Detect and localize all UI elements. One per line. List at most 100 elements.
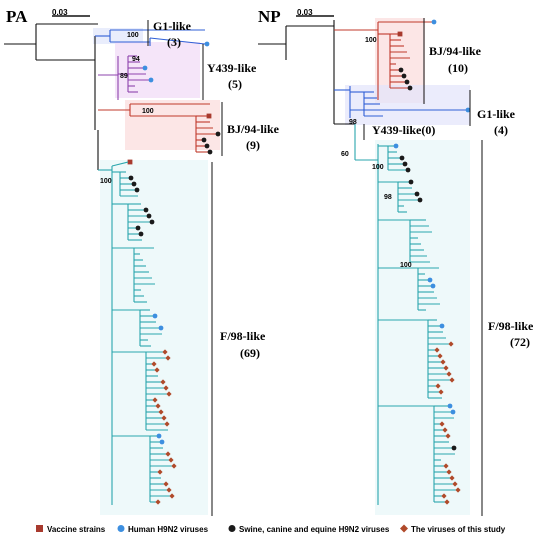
pa-bj94-band [125, 100, 220, 150]
legend-human-label: Human H9N2 viruses [128, 525, 209, 534]
swine-canine-equine-marker [451, 445, 457, 451]
study-virus-marker [446, 371, 452, 377]
tree-branch [111, 161, 129, 167]
study-virus-marker [165, 355, 171, 361]
np-bootstrap-root-f98: 60 [341, 151, 349, 158]
study-virus-marker [438, 389, 444, 395]
swine-canine-equine-marker [146, 213, 152, 219]
human-virus-marker [393, 143, 399, 149]
legend-vaccine-label: Vaccine strains [47, 525, 106, 534]
pa-g1-band [93, 28, 143, 44]
swine-circle-icon [228, 525, 236, 532]
pa-bootstrap-f98: 100 [100, 178, 112, 185]
study-virus-marker [435, 383, 441, 389]
human-virus-marker [439, 323, 445, 329]
human-virus-marker [431, 19, 437, 25]
human-virus-marker [450, 409, 456, 415]
swine-canine-equine-marker [402, 161, 408, 167]
study-virus-marker [155, 403, 161, 409]
human-virus-marker [152, 313, 158, 319]
study-diamond-icon [400, 524, 408, 533]
study-virus-marker [162, 349, 168, 355]
study-virus-marker [434, 347, 440, 353]
study-virus-marker [165, 451, 171, 457]
pa-bootstrap-node: 89 [120, 73, 128, 80]
study-virus-marker [171, 463, 177, 469]
pa-bj94-count: (9) [246, 138, 260, 152]
human-virus-marker [447, 403, 453, 409]
swine-canine-equine-marker [143, 207, 149, 213]
human-virus-marker [204, 41, 210, 47]
legend: Vaccine strains Human H9N2 viruses Swine… [36, 524, 506, 534]
study-virus-marker [163, 481, 169, 487]
np-bootstrap-g1: 98 [349, 119, 357, 126]
np-f98-name: F/98-like [488, 319, 534, 333]
np-bj94-count: (10) [448, 61, 468, 75]
study-virus-marker [440, 359, 446, 365]
swine-canine-equine-marker [401, 73, 407, 79]
pa-y439-name: Y439-like [207, 61, 257, 75]
swine-canine-equine-marker [399, 155, 405, 161]
study-virus-marker [437, 353, 443, 359]
np-panel-title: NP [258, 7, 281, 26]
study-virus-marker [157, 469, 163, 475]
pa-bootstrap-g1: 100 [127, 32, 139, 39]
swine-canine-equine-marker [408, 179, 414, 185]
swine-canine-equine-marker [128, 175, 134, 181]
np-f98-count: (72) [510, 335, 530, 349]
np-scale-label: 0.03 [297, 8, 313, 17]
pa-scale-label: 0.03 [52, 8, 68, 17]
pa-panel: PA 0.03 G1-like (3) Y439-like (5) BJ/94-… [4, 7, 280, 516]
swine-canine-equine-marker [404, 79, 410, 85]
np-bootstrap-bj94: 100 [365, 37, 377, 44]
study-virus-marker [443, 365, 449, 371]
swine-canine-equine-marker [398, 67, 404, 73]
swine-canine-equine-marker [134, 187, 140, 193]
human-virus-marker [158, 325, 164, 331]
study-virus-marker [449, 377, 455, 383]
study-virus-marker [448, 341, 454, 347]
pa-tree [4, 23, 221, 505]
study-virus-marker [152, 397, 158, 403]
human-virus-marker [156, 433, 162, 439]
study-virus-marker [160, 379, 166, 385]
study-virus-marker [444, 499, 450, 505]
human-virus-marker [148, 77, 154, 83]
study-virus-marker [166, 487, 172, 493]
swine-canine-equine-marker [207, 149, 213, 155]
pa-f98-count: (69) [240, 346, 260, 360]
pa-bootstrap-bj94: 100 [142, 108, 154, 115]
human-virus-marker [465, 107, 471, 113]
np-g1-count: (4) [494, 123, 508, 137]
pa-panel-title: PA [6, 7, 28, 26]
study-virus-marker [158, 409, 164, 415]
swine-canine-equine-marker [414, 191, 420, 197]
pa-y439-count: (5) [228, 77, 242, 91]
study-virus-marker [452, 481, 458, 487]
swine-canine-equine-marker [138, 231, 144, 237]
study-virus-marker [449, 475, 455, 481]
human-virus-marker [427, 277, 433, 283]
study-virus-marker [441, 493, 447, 499]
np-panel: NP 0.03 BJ/94-like (10) G1-like (4) Y439… [258, 7, 534, 516]
swine-canine-equine-marker [407, 85, 413, 91]
study-virus-marker [164, 421, 170, 427]
swine-canine-equine-marker [135, 225, 141, 231]
study-virus-marker [442, 427, 448, 433]
np-y439-label: Y439-like(0) [372, 123, 435, 137]
np-bj94-name: BJ/94-like [429, 44, 482, 58]
legend-swine-label: Swine, canine and equine H9N2 viruses [239, 525, 390, 534]
vaccine-strain-marker [127, 159, 133, 165]
np-tree [258, 19, 471, 505]
swine-canine-equine-marker [201, 137, 207, 143]
np-g1-name: G1-like [477, 107, 516, 121]
swine-canine-equine-marker [149, 219, 155, 225]
human-circle-icon [117, 525, 125, 532]
study-virus-marker [151, 361, 157, 367]
np-f98-band [375, 140, 470, 515]
pa-bootstrap-y439: 94 [132, 56, 140, 63]
study-virus-marker [446, 469, 452, 475]
study-virus-marker [439, 421, 445, 427]
human-virus-marker [430, 283, 436, 289]
